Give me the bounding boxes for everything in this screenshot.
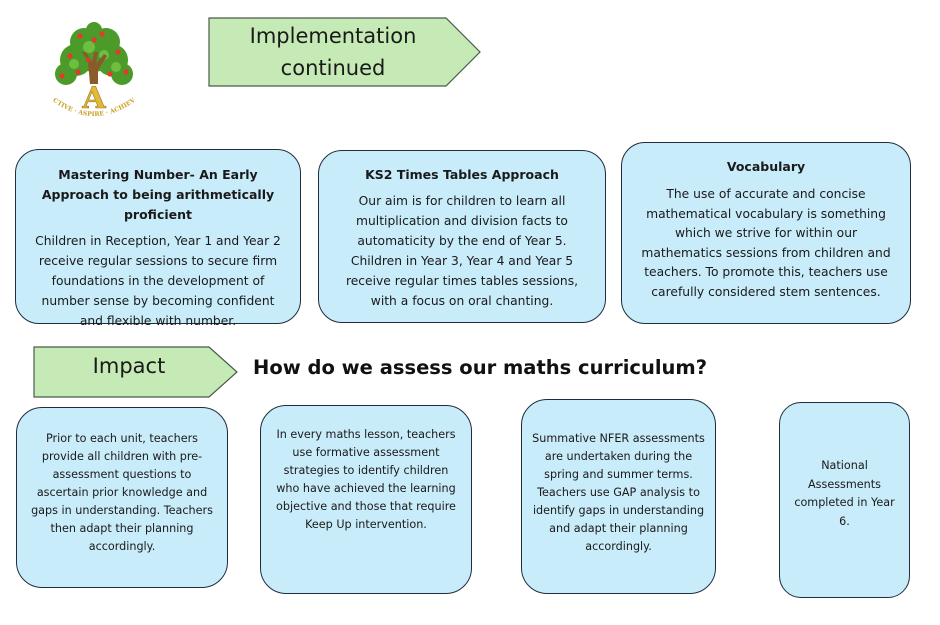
card-title: KS2 Times Tables Approach xyxy=(365,167,559,182)
card-formative-assessment: In every maths lesson, teachers use form… xyxy=(260,405,472,594)
card-body: Prior to each unit, teachers provide all… xyxy=(31,432,213,553)
impact-banner-label: Impact xyxy=(92,354,166,378)
card-summative-nfer: Summative NFER assessments are undertake… xyxy=(521,399,716,594)
arrow-shape-icon xyxy=(208,17,481,87)
card-body: Our aim is for children to learn all mul… xyxy=(345,194,579,308)
card-body: The use of accurate and concise mathemat… xyxy=(641,187,891,299)
svg-text:A: A xyxy=(81,81,106,116)
implementation-banner: Implementation continued xyxy=(208,17,482,87)
arrow-shape-icon xyxy=(33,346,238,398)
card-body: In every maths lesson, teachers use form… xyxy=(276,428,456,531)
card-mastering-number: Mastering Number- An Early Approach to b… xyxy=(15,149,301,328)
card-title: Vocabulary xyxy=(726,159,806,174)
card-body: Summative NFER assessments are undertake… xyxy=(532,432,705,553)
impact-banner: Impact xyxy=(33,346,239,398)
card-times-tables: KS2 Times Tables Approach Our aim is for… xyxy=(318,150,606,323)
card-body: National Assessments completed in Year 6… xyxy=(794,459,895,528)
assess-heading: How do we assess our maths curriculum? xyxy=(253,356,708,379)
card-pre-assessment: Prior to each unit, teachers provide all… xyxy=(16,407,228,588)
card-vocabulary: Vocabulary The use of accurate and conci… xyxy=(621,142,911,324)
card-body: Children in Reception, Year 1 and Year 2… xyxy=(35,234,281,328)
card-national-assessments: National Assessments completed in Year 6… xyxy=(779,402,910,598)
implementation-banner-label: Implementation continued xyxy=(249,24,417,80)
card-title: Mastering Number- An Early Approach to b… xyxy=(41,167,275,222)
